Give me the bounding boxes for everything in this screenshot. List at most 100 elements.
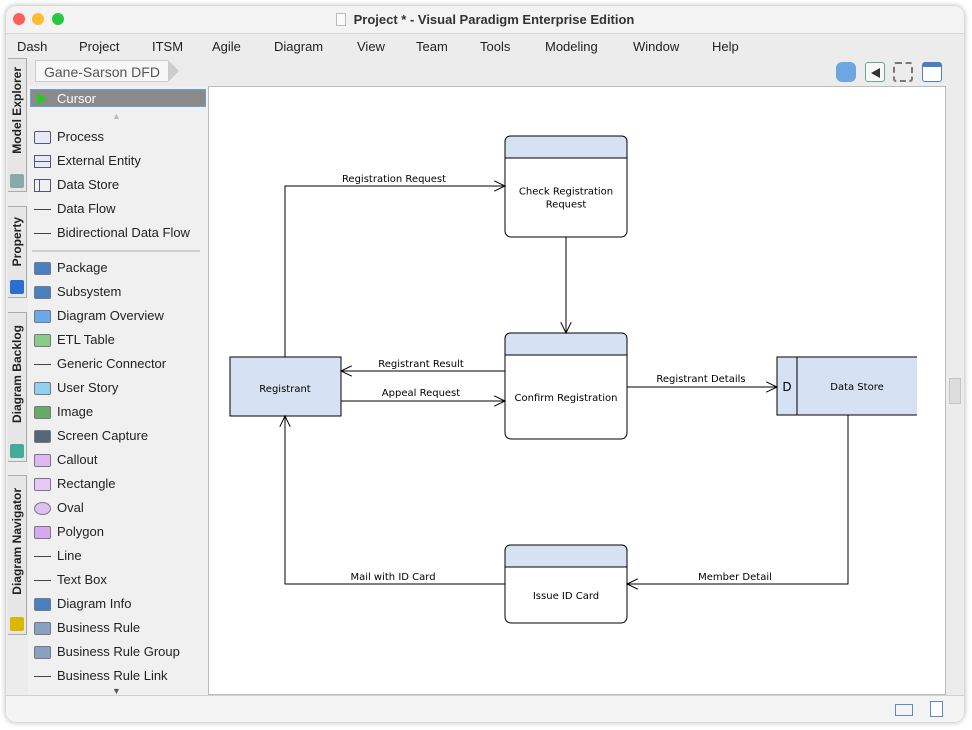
minimize-button[interactable] <box>32 13 44 25</box>
user-story-icon <box>34 381 51 395</box>
palette-cursor[interactable]: Cursor <box>30 89 206 107</box>
palette-item-bidirectional-data-flow[interactable]: Bidirectional Data Flow <box>34 224 190 242</box>
diagram-navigator-icon <box>10 617 24 631</box>
window-title-text: Project * - Visual Paradigm Enterprise E… <box>353 12 635 27</box>
palette-item-polygon[interactable]: Polygon <box>34 523 104 541</box>
zoom-button[interactable] <box>52 13 64 25</box>
title-bar: Project * - Visual Paradigm Enterprise E… <box>6 6 964 34</box>
palette-item-process[interactable]: Process <box>34 128 104 146</box>
palette-item-data-store[interactable]: Data Store <box>34 176 119 194</box>
palette-item-label: Process <box>57 129 104 144</box>
palette-item-label: Rectangle <box>57 476 116 491</box>
menu-bar: Dash Project ITSM Agile Diagram View Team Tools… <box>6 34 964 58</box>
palette-item-label: Business Rule <box>57 620 141 635</box>
menu-itsm[interactable]: ITSM <box>152 39 184 54</box>
flow-label: Member Detail <box>698 572 772 583</box>
menu-view[interactable]: View <box>357 39 385 54</box>
process-confirm[interactable]: Confirm Registration <box>504 332 628 440</box>
business-rule-icon <box>34 621 51 635</box>
process-issue[interactable]: Issue ID Card <box>504 544 628 624</box>
notes-icon[interactable] <box>930 701 943 717</box>
palette-item-business-rule[interactable]: Business Rule <box>34 619 140 637</box>
polygon-icon <box>34 525 51 539</box>
menu-help[interactable]: Help <box>712 39 739 54</box>
scroll-up-icon[interactable]: ▲ <box>112 111 121 121</box>
palette-item-data-flow[interactable]: Data Flow <box>34 200 116 218</box>
generic-connector-icon <box>34 357 51 371</box>
tab-diagram-backlog[interactable]: Diagram Backlog <box>8 312 27 462</box>
tab-property[interactable]: Property <box>8 206 27 298</box>
palette-item-label: Oval <box>57 500 84 515</box>
external-entity-registrant[interactable]: Registrant <box>229 356 342 417</box>
arrowhead-icon <box>560 321 572 335</box>
business-rule-group-icon <box>34 645 51 659</box>
robot-icon[interactable] <box>836 62 856 82</box>
palette-item-label: External Entity <box>57 153 141 168</box>
layout-icon[interactable] <box>922 62 942 82</box>
palette-item-etl-table[interactable]: ETL Table <box>34 331 115 349</box>
palette-item-label: Screen Capture <box>57 428 149 443</box>
palette-item-label: Text Box <box>57 572 107 587</box>
palette-item-line[interactable]: Line <box>34 547 82 565</box>
etl-table-icon <box>34 333 51 347</box>
property-icon <box>10 280 24 294</box>
tab-diagram-navigator[interactable]: Diagram Navigator <box>8 475 27 635</box>
data-flow-check-to-confirm[interactable] <box>560 237 572 335</box>
tab-model-explorer[interactable]: Model Explorer <box>8 58 27 192</box>
breadcrumb[interactable]: Gane-Sarson DFD <box>35 60 179 82</box>
data-store-id: D <box>782 380 791 394</box>
menu-tools[interactable]: Tools <box>480 39 511 54</box>
palette-separator <box>32 250 200 252</box>
palette-item-screen-capture[interactable]: Screen Capture <box>34 427 148 445</box>
palette-item-oval[interactable]: Oval <box>34 499 84 517</box>
menu-diagram[interactable]: Diagram <box>274 39 324 54</box>
palette-item-rectangle[interactable]: Rectangle <box>34 475 116 493</box>
image-icon <box>34 405 51 419</box>
palette-item-package[interactable]: Package <box>34 259 108 277</box>
menu-dash[interactable]: Dash <box>17 39 48 54</box>
data-flow-member-detail[interactable]: Member Detail <box>625 415 849 590</box>
data-flow-registration-request[interactable]: Registration Request <box>284 174 507 357</box>
palette-item-generic-connector[interactable]: Generic Connector <box>34 355 166 373</box>
palette-item-user-story[interactable]: User Story <box>34 379 118 397</box>
menu-team[interactable]: Team <box>416 39 448 54</box>
palette-item-business-rule-link[interactable]: Business Rule Link <box>34 667 168 685</box>
menu-agile[interactable]: Agile <box>212 39 241 54</box>
palette-item-text-box[interactable]: Text Box <box>34 571 107 589</box>
data-flow-mail-id-card[interactable]: Mail with ID Card <box>279 414 505 585</box>
flow-label: Appeal Request <box>382 388 460 399</box>
scroll-down-icon[interactable]: ▼ <box>112 686 121 696</box>
menu-window[interactable]: Window <box>633 39 680 54</box>
mail-icon[interactable] <box>895 704 913 716</box>
data-flow-registrant-result[interactable]: Registrant Result <box>339 359 505 377</box>
data-flow-appeal-request[interactable]: Appeal Request <box>341 388 507 407</box>
diagram-info-icon <box>34 597 51 611</box>
process-label: Confirm Registration <box>515 393 618 404</box>
bidirectional-data-flow-icon <box>34 226 51 240</box>
menu-project[interactable]: Project <box>79 39 120 54</box>
scrollbar-grip[interactable] <box>949 378 961 404</box>
announce-icon[interactable] <box>865 62 885 82</box>
flow-label: Mail with ID Card <box>350 572 435 583</box>
palette-item-diagram-info[interactable]: Diagram Info <box>34 595 131 613</box>
data-store-icon <box>34 178 51 192</box>
oval-icon <box>34 501 51 515</box>
data-flow-registrant-details[interactable]: Registrant Details <box>627 374 779 393</box>
palette-item-callout[interactable]: Callout <box>34 451 97 469</box>
palette-item-label: ETL Table <box>57 332 115 347</box>
fit-icon[interactable] <box>893 62 913 82</box>
arrowhead-icon <box>493 180 507 192</box>
external-entity-icon <box>34 154 51 168</box>
palette-item-external-entity[interactable]: External Entity <box>34 152 141 170</box>
palette-item-image[interactable]: Image <box>34 403 93 421</box>
palette-item-diagram-overview[interactable]: Diagram Overview <box>34 307 164 325</box>
close-button[interactable] <box>13 13 25 25</box>
menu-modeling[interactable]: Modeling <box>545 39 598 54</box>
palette-item-business-rule-group[interactable]: Business Rule Group <box>34 643 180 661</box>
process-label: Issue ID Card <box>533 591 599 602</box>
palette-item-label: User Story <box>57 380 119 395</box>
palette-item-subsystem[interactable]: Subsystem <box>34 283 121 301</box>
palette-item-label: Data Flow <box>57 201 116 216</box>
